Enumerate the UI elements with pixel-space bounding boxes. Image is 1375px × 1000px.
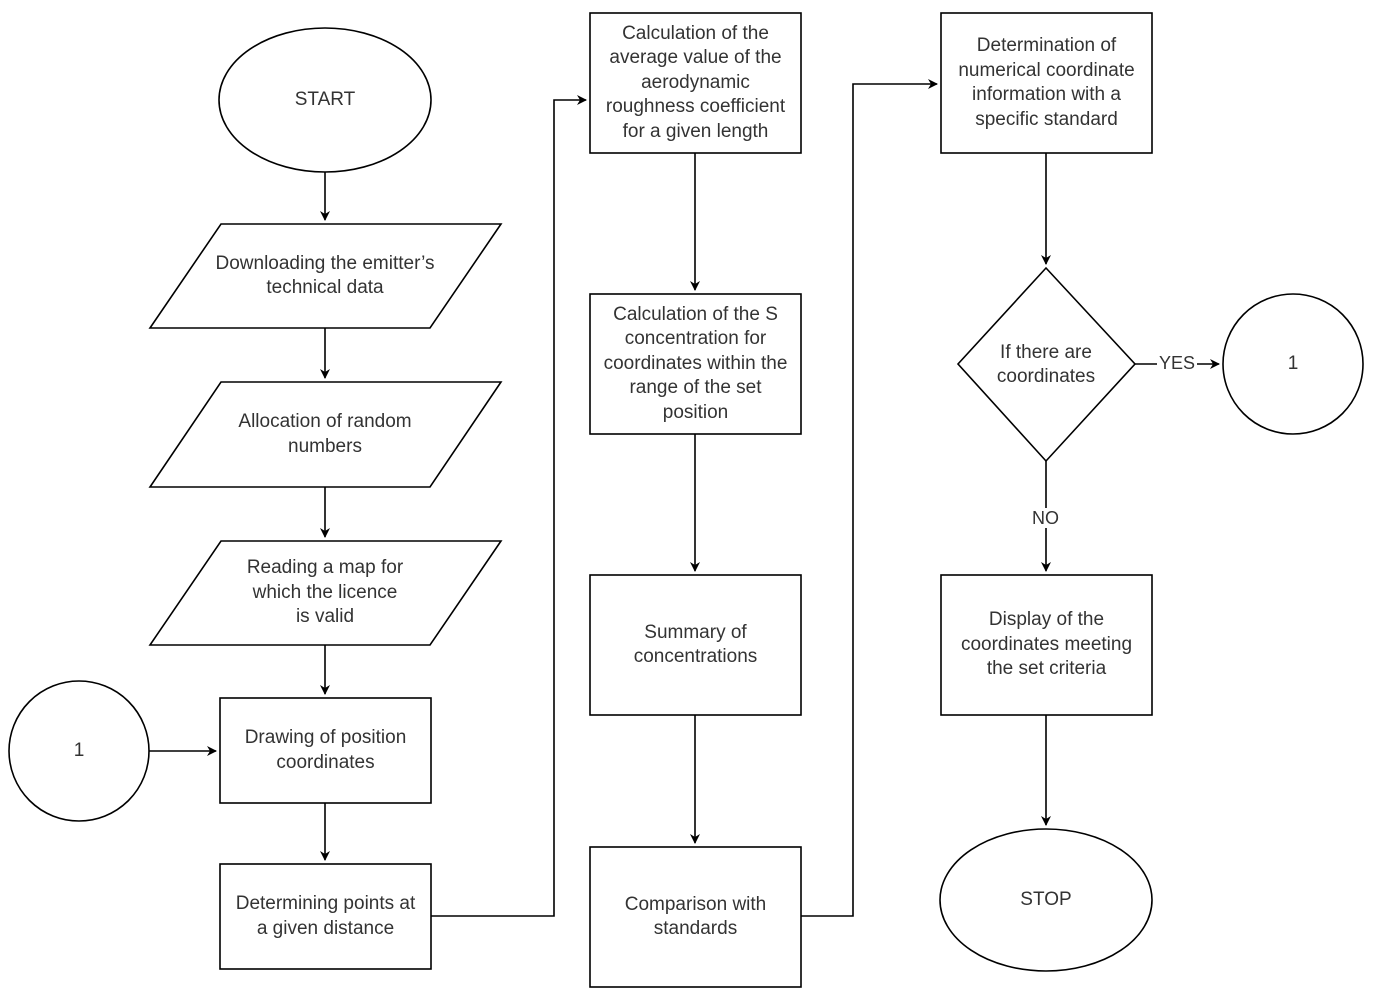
read-map-shape [148,540,503,646]
allocate-node: Allocation of random numbers [175,382,475,487]
read-map-label: Reading a map for which the licence is v… [246,557,404,628]
calc-roughness-shape [589,12,802,154]
calc-concentration-label: Calculation of the S concentration for c… [603,303,788,423]
allocate-numbers-shape [148,381,503,488]
compare-label: Comparison with standards [624,893,767,940]
display-label: Display of the coordinates meeting the s… [960,609,1133,680]
numerical-label: Determination of numerical coordinate in… [958,35,1135,130]
determine-points-node: Determining points at a given distance [220,864,431,969]
compare-shape [589,846,802,988]
numerical-node: Determination of numerical coordinate in… [941,13,1152,153]
connector-out-shape [1222,293,1364,435]
summary-label: Summary of concentrations [633,621,758,668]
arrow-determine-to-roughness [431,95,587,917]
download-label: Downloading the emitter’s technical data [215,252,435,299]
arrow-compare-to-numerical [801,79,938,917]
decision-node: If there are coordinates [975,300,1117,430]
calc-roughness-node: Calculation of the average value of the … [586,13,805,153]
start-node: START [219,28,431,172]
download-data-shape [148,223,503,329]
display-shape [940,574,1153,716]
stop-label: STOP [1020,888,1072,910]
start-label: START [294,88,356,110]
connector-out-label: 1 [1287,352,1299,374]
download-node: Downloading the emitter’s technical data [175,224,475,328]
allocate-label: Allocation of random numbers [238,411,412,457]
connector-in-label: 1 [73,739,85,761]
connector-in-node: 1 [9,681,149,821]
calc-concentration-shape [589,293,802,435]
read-map-node: Reading a map for which the licence is v… [175,541,475,645]
no-edge-label: NO [1030,508,1061,528]
connector-out-node: 1 [1223,294,1363,434]
calc-roughness-label: Calculation of the average value of the … [605,22,786,142]
display-node: Display of the coordinates meeting the s… [941,575,1152,715]
decision-label: If there are coordinates [996,341,1096,388]
summary-shape [589,574,802,716]
draw-coords-shape [219,697,432,804]
stop-terminator [939,828,1153,972]
draw-coords-label: Drawing of position coordinates [244,727,407,773]
calc-concentration-node: Calculation of the S concentration for c… [586,294,805,434]
determine-points-label: Determining points at a given distance [235,893,416,939]
compare-node: Comparison with standards [590,847,801,987]
summary-node: Summary of concentrations [590,575,801,715]
draw-coords-node: Drawing of position coordinates [220,698,431,803]
stop-node: STOP [940,829,1152,971]
yes-edge-label: YES [1157,353,1198,373]
numerical-shape [940,12,1153,154]
